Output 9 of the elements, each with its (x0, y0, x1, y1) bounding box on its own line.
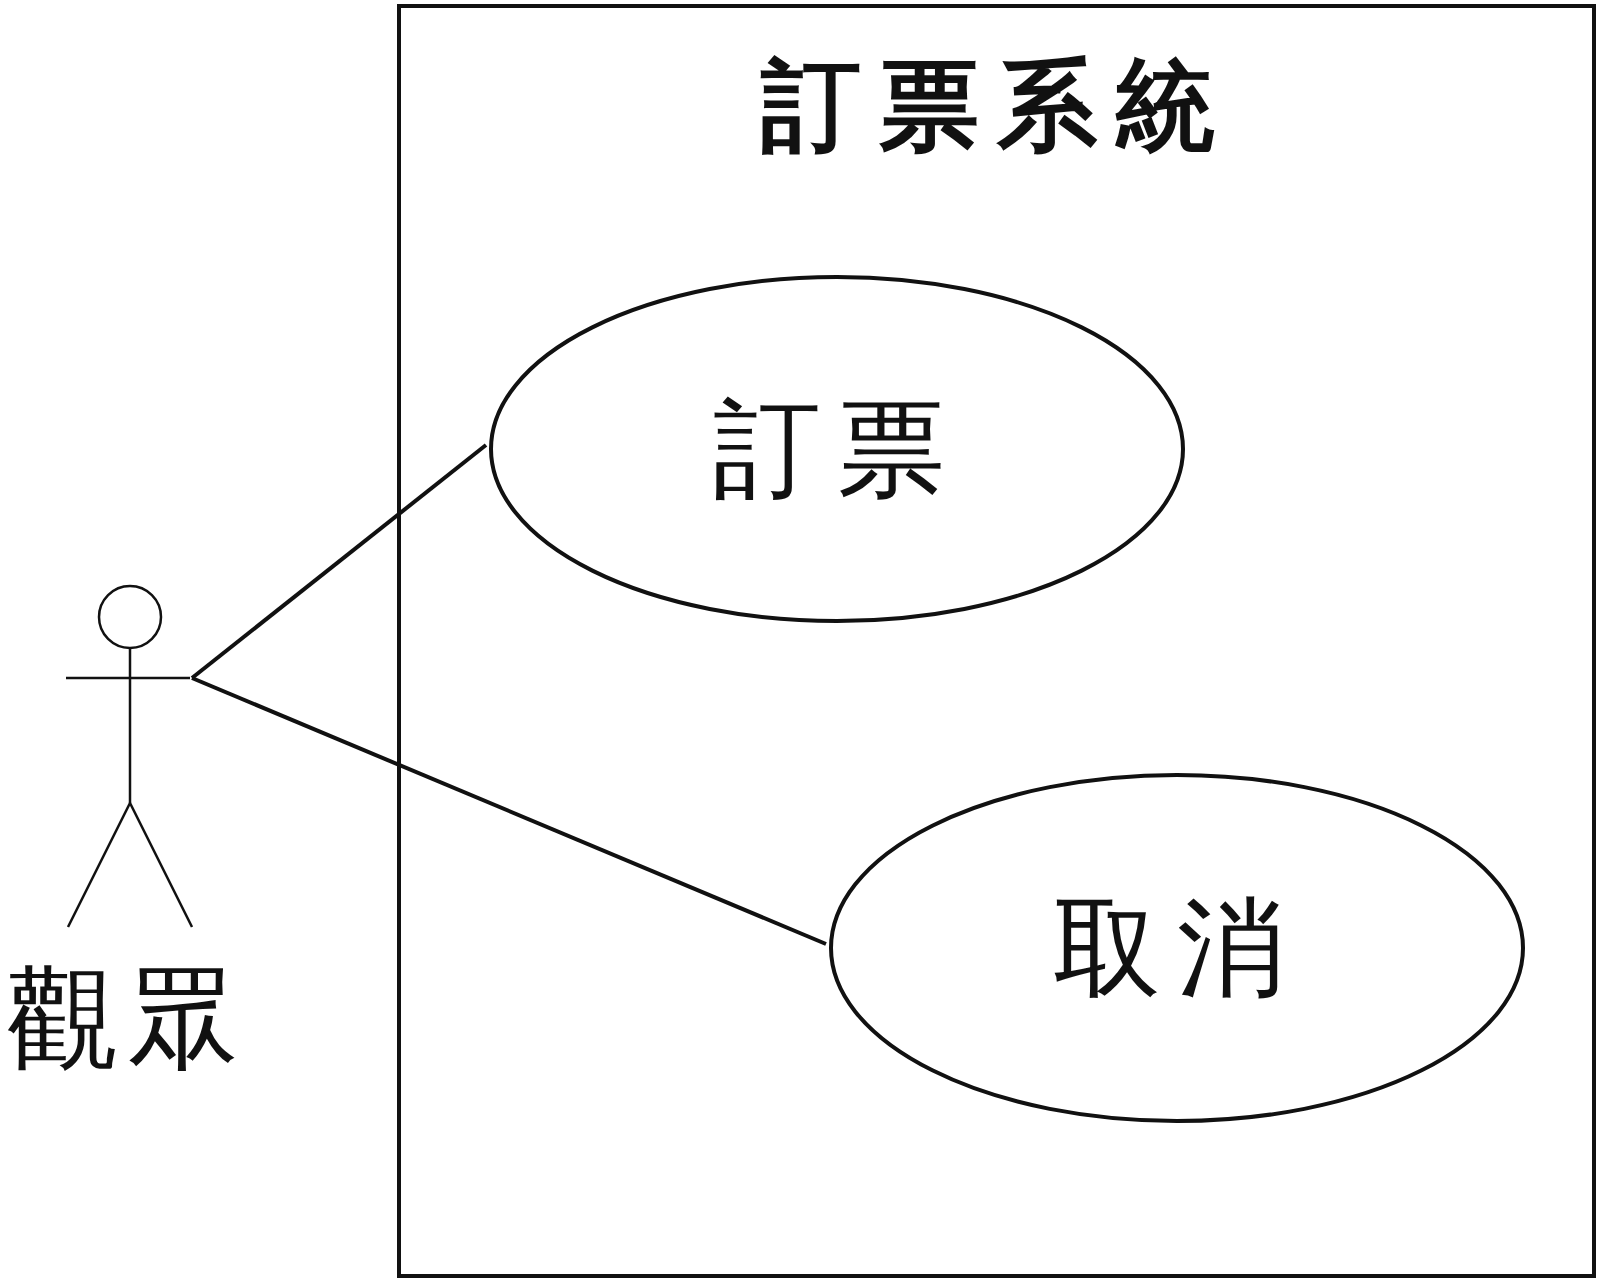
actor-name: 觀眾 (6, 962, 250, 1074)
use-case-ellipse (829, 773, 1525, 1123)
use-case-ellipse (489, 275, 1185, 623)
system-title: 訂票系統 (759, 50, 1234, 160)
system-boundary (397, 4, 1596, 1278)
use-case-label: 訂票 (713, 395, 961, 503)
use-case-label: 取消 (1053, 894, 1301, 1002)
association-line (190, 443, 488, 680)
association-line (191, 676, 827, 946)
